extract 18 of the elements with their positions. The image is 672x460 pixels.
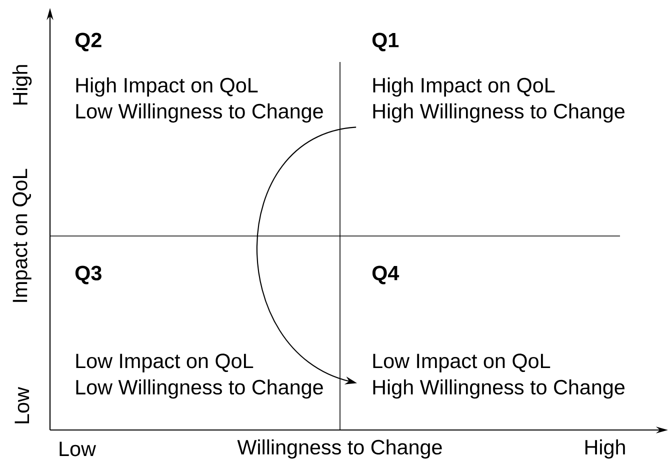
quadrant-text: Low Impact on QoL: [76, 354, 254, 372]
axis-label: High: [585, 439, 625, 459]
quadrant-text: High Willingness to Change: [373, 103, 624, 123]
axis-label: Low: [14, 387, 30, 424]
axis-title: Impact on QoL: [12, 168, 32, 302]
quadrant-text: Low Willingness to Change: [76, 379, 323, 399]
quadrant-label: Q4: [372, 266, 400, 284]
quadrant-text: Low Willingness to Change: [76, 103, 323, 123]
axis-title: Willingness to Change: [237, 439, 442, 459]
quadrant-text: High Impact on QoL: [76, 77, 258, 97]
axis-label: Low: [60, 442, 96, 456]
quadrant-text: High Willingness to Change: [373, 379, 624, 399]
quadrant-label: Q1: [372, 32, 399, 52]
axis-label: High: [12, 65, 32, 105]
quadrant-label: Q3: [75, 266, 102, 284]
quadrant-label: Q2: [75, 32, 102, 52]
quadrant-text: High Impact on QoL: [373, 77, 555, 97]
quadrant-text: Low Impact on QoL: [373, 354, 550, 372]
